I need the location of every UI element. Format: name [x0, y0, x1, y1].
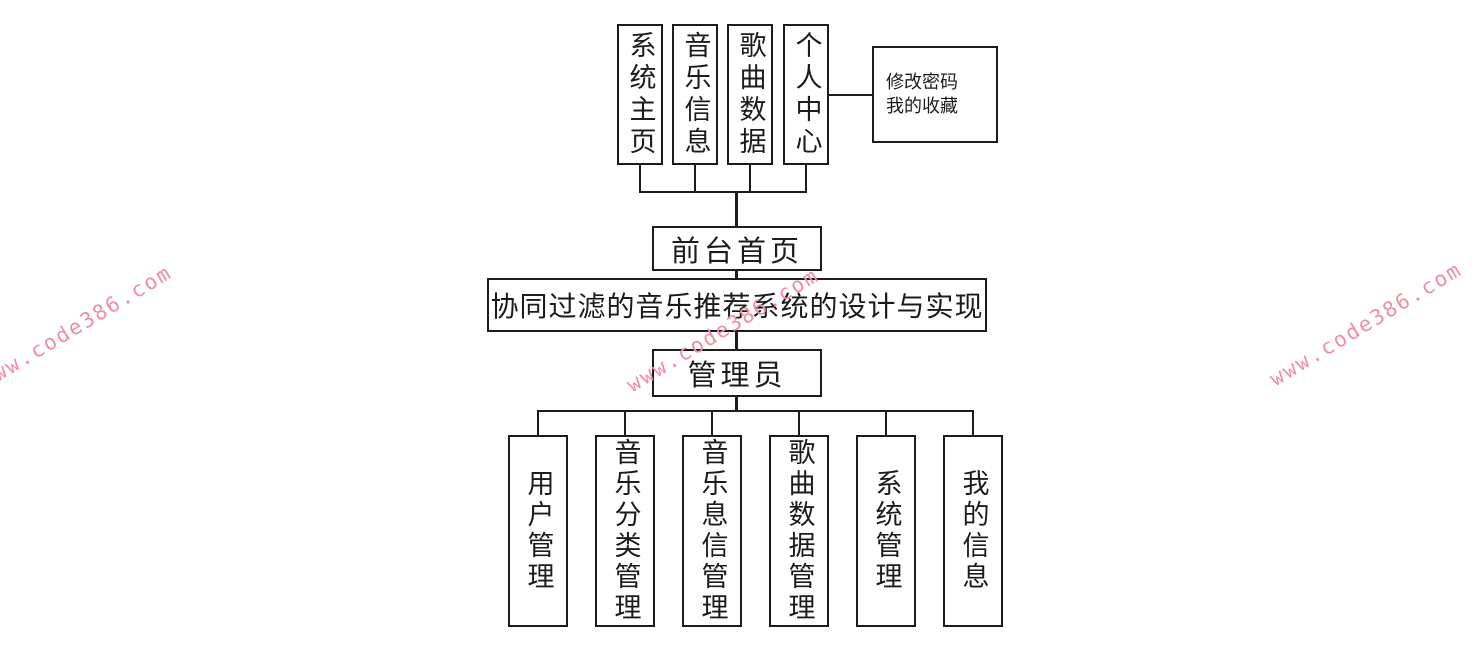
front-module-label: 个人中心	[790, 30, 822, 159]
connector-line	[749, 165, 751, 193]
connector-line	[798, 412, 800, 435]
connector-line	[735, 271, 738, 279]
front-module-box-music-info: 音乐信息	[672, 24, 718, 165]
admin-module-box-user-management: 用户管理	[508, 435, 568, 627]
front-module-box-personal-center: 个人中心	[783, 24, 829, 165]
connector-line	[639, 165, 641, 193]
admin-label: 管理员	[687, 358, 787, 392]
admin-module-label: 歌曲数据管理	[783, 438, 815, 624]
connector-line	[735, 332, 738, 350]
admin-module-box-music-info-management: 音乐息信管理	[682, 435, 742, 627]
connector-line	[735, 397, 738, 412]
connector-line	[537, 410, 974, 412]
connector-line	[537, 412, 539, 435]
front-module-box-system-home: 系统主页	[617, 24, 663, 165]
connector-line	[639, 191, 807, 193]
personal-center-item: 我的收藏	[886, 95, 958, 117]
system-title-box: 协同过滤的音乐推荐系统的设计与实现	[487, 278, 987, 332]
front-module-box-song-data: 歌曲数据	[727, 24, 773, 165]
system-title: 协同过滤的音乐推荐系统的设计与实现	[490, 290, 984, 323]
personal-center-item: 修改密码	[886, 71, 958, 93]
admin-module-label: 系统管理	[870, 469, 902, 593]
admin-box: 管理员	[652, 349, 822, 397]
connector-line	[694, 165, 696, 193]
admin-module-label: 音乐分类管理	[609, 438, 641, 624]
connector-line	[885, 412, 887, 435]
front-home-box: 前台首页	[652, 226, 822, 271]
front-module-label: 系统主页	[624, 30, 656, 159]
connector-line	[972, 412, 974, 435]
front-module-label: 歌曲数据	[734, 30, 766, 159]
watermark-text: www.code386.com	[0, 260, 177, 394]
connector-line	[624, 412, 626, 435]
admin-module-label: 我的信息	[957, 469, 989, 593]
connector-line	[735, 191, 738, 226]
connector-line	[829, 94, 872, 96]
front-home-label: 前台首页	[670, 233, 803, 268]
personal-center-detail-box: 修改密码 我的收藏	[872, 46, 998, 143]
watermark-text: www.code386.com	[1265, 257, 1467, 391]
admin-module-label: 用户管理	[522, 469, 554, 593]
connector-line	[805, 165, 807, 193]
admin-module-box-system-management: 系统管理	[856, 435, 916, 627]
connector-line	[711, 412, 713, 435]
admin-module-label: 音乐息信管理	[696, 438, 728, 624]
front-module-label: 音乐信息	[679, 30, 711, 159]
admin-module-box-my-info: 我的信息	[943, 435, 1003, 627]
admin-module-box-song-data-management: 歌曲数据管理	[769, 435, 829, 627]
admin-module-box-music-category-management: 音乐分类管理	[595, 435, 655, 627]
